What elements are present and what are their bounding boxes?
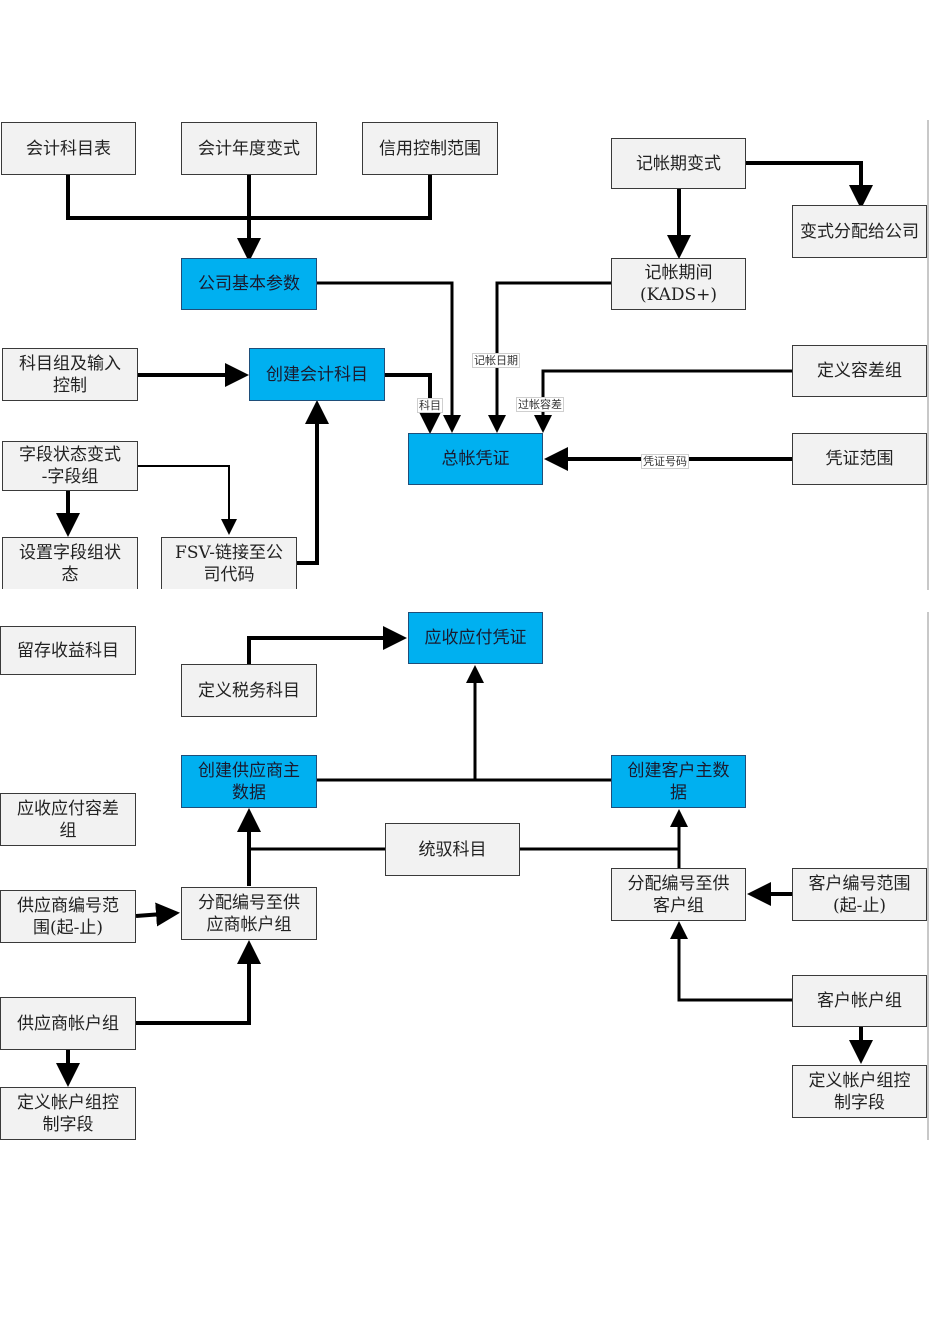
node-account-group-input-control[interactable]: 科目组及输入 控制 [2, 348, 138, 401]
node-customer-account-group[interactable]: 客户帐户组 [792, 975, 927, 1027]
node-assign-number-vendor-group[interactable]: 分配编号至供 应商帐户组 [181, 887, 317, 940]
node-set-field-group-status[interactable]: 设置字段组状 态 [2, 537, 138, 589]
connector-vendorrange-to-assign [135, 902, 180, 927]
connector-tolerance-to-gl [534, 369, 792, 433]
node-ar-ap-document[interactable]: 应收应付凭证 [408, 612, 543, 664]
node-vendor-account-group[interactable]: 供应商帐户组 [0, 997, 136, 1050]
connector-tax-to-arap [247, 626, 407, 664]
page-edge-rule [927, 120, 929, 590]
node-posting-period-variant[interactable]: 记帐期变式 [611, 138, 746, 189]
node-gl-document[interactable]: 总帐凭证 [408, 433, 543, 485]
edge-label-document-number: 凭证号码 [641, 454, 689, 469]
node-define-tolerance-group[interactable]: 定义容差组 [792, 345, 927, 397]
node-define-vendor-group-fields[interactable]: 定义帐户组控 制字段 [0, 1087, 136, 1140]
connector-company-to-gl [317, 281, 461, 433]
node-fsv-link-company-code[interactable]: FSV-链接至公 司代码 [161, 537, 297, 589]
page-edge-rule [927, 612, 929, 1140]
node-fiscal-year-variant[interactable]: 会计年度变式 [181, 122, 317, 175]
node-vendor-number-range[interactable]: 供应商编号范 围(起-止) [0, 890, 136, 943]
node-assign-number-customer-group[interactable]: 分配编号至供 客户组 [611, 868, 746, 921]
connector-period-to-gl [488, 281, 611, 433]
node-create-gl-account[interactable]: 创建会计科目 [249, 348, 385, 401]
node-company-basic-params[interactable]: 公司基本参数 [181, 258, 317, 310]
node-credit-control-area[interactable]: 信用控制范围 [362, 122, 498, 175]
node-document-number-range[interactable]: 凭证范围 [792, 433, 927, 485]
connector-ppv-to-assign [746, 161, 873, 209]
connector-link-to-create [297, 400, 329, 565]
node-ar-ap-tolerance-group[interactable]: 应收应付容差 组 [0, 793, 136, 846]
node-create-customer-master[interactable]: 创建客户主数 据 [611, 755, 746, 808]
node-field-status-variant[interactable]: 字段状态变式 -字段组 [2, 441, 138, 491]
node-reconciliation-account[interactable]: 统驭科目 [385, 823, 520, 876]
edge-label-posting-tolerance: 过帐容差 [516, 397, 564, 412]
node-create-vendor-master[interactable]: 创建供应商主 数据 [181, 755, 317, 808]
connector-fsv-to-link [138, 465, 237, 535]
connector-custgrp-to-assign [670, 921, 792, 1002]
node-retained-earnings-account[interactable]: 留存收益科目 [0, 626, 136, 675]
edge-label-account: 科目 [417, 398, 443, 413]
connector-vendorgrp-to-assign [136, 940, 261, 1025]
node-chart-of-accounts[interactable]: 会计科目表 [1, 122, 136, 175]
node-posting-period-open[interactable]: 记帐期间 (KADS+) [611, 258, 746, 310]
edge-label-posting-date: 记帐日期 [472, 353, 520, 368]
node-define-tax-account[interactable]: 定义税务科目 [181, 664, 317, 717]
node-customer-number-range[interactable]: 客户编号范围 (起-止) [792, 868, 927, 921]
node-assign-variant-to-company[interactable]: 变式分配给公司 [792, 205, 927, 258]
node-define-customer-group-fields[interactable]: 定义帐户组控 制字段 [792, 1065, 927, 1118]
